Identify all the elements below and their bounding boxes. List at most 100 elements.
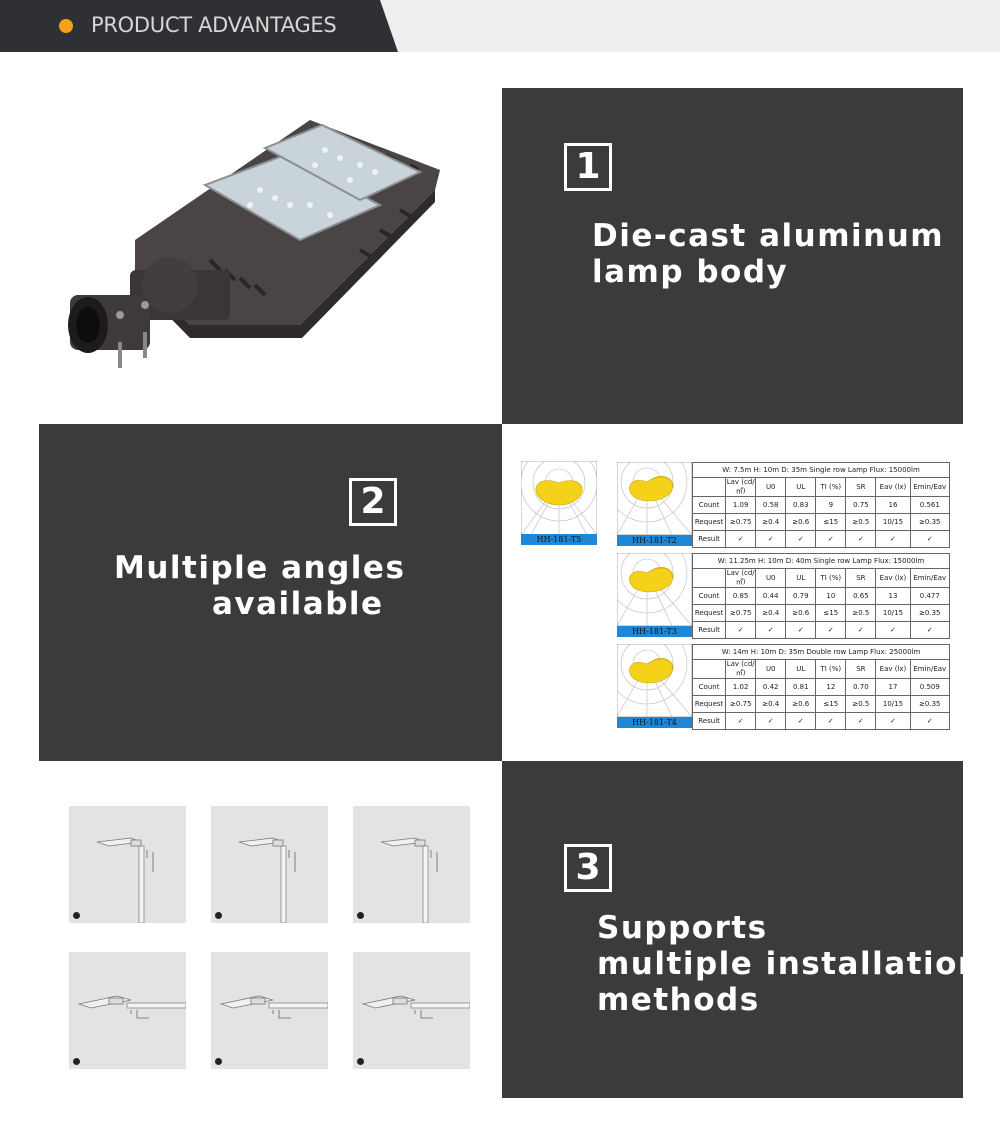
step-number-dot: [73, 1058, 80, 1065]
table-header-cell: UL: [785, 659, 817, 679]
table-cell: ✓: [785, 712, 817, 730]
table-row-label: Count: [691, 496, 727, 514]
table-cell: ✓: [845, 712, 877, 730]
table-header-cell: U0: [755, 568, 787, 588]
table-cell: 13: [875, 587, 911, 605]
table-row-label: Result: [691, 621, 727, 639]
table-cell: 0.81: [785, 678, 817, 696]
table-cell: ✓: [725, 530, 757, 548]
table-row-label: Count: [691, 587, 727, 605]
table-cell: 17: [875, 678, 911, 696]
chart-caption-2: HH-181-T2: [617, 535, 692, 546]
table-cell: 10/15: [875, 695, 911, 713]
chart-caption-4: HH-181-T4: [617, 717, 692, 728]
feature-text-3-line-1: Supports: [597, 910, 768, 946]
step-number-dot: [73, 912, 80, 919]
table-cell: ≤15: [815, 695, 847, 713]
table-cell: ✓: [909, 621, 951, 639]
table-header-cell: Lav (cd/㎡): [725, 477, 757, 497]
feature-text-3-line-3: methods: [597, 982, 760, 1018]
section-title: PRODUCT ADVANTAGES: [91, 13, 337, 37]
feature-number-1: 1: [564, 143, 612, 191]
table-cell: ✓: [785, 621, 817, 639]
table-cell: ≥0.75: [725, 695, 757, 713]
table-header-cell: Emin/Eav: [909, 568, 951, 588]
table-header-cell: TI (%): [815, 568, 847, 588]
table-cell: ✓: [815, 621, 847, 639]
table-row: Result✓✓✓✓✓✓✓: [691, 712, 951, 730]
table-cell: ✓: [755, 621, 787, 639]
table-cell: ≥0.75: [725, 604, 757, 622]
table-header-cell: UL: [785, 568, 817, 588]
header-bullet-dot: [59, 19, 73, 33]
step-number-dot: [215, 1058, 222, 1065]
feature-number-3: 3: [564, 844, 612, 892]
table-cell: ≤15: [815, 604, 847, 622]
table-cell: ≥0.6: [785, 604, 817, 622]
table-header-cell: Eav (lx): [875, 568, 911, 588]
table-row-label: Result: [691, 712, 727, 730]
table-header-cell: Eav (lx): [875, 477, 911, 497]
table-cell: ≥0.35: [909, 695, 951, 713]
table-cell: 1.09: [725, 496, 757, 514]
table-cell: ≥0.35: [909, 604, 951, 622]
table-header-cell: Lav (cd/㎡): [725, 568, 757, 588]
table-cell: ≥0.6: [785, 513, 817, 531]
feature-text-2-line-1: Multiple angles: [114, 550, 406, 586]
table-cell: 0.65: [845, 587, 877, 605]
light-distribution-chart-3: HH-181-T3: [606, 532, 693, 637]
table-cell: 10/15: [875, 513, 911, 531]
step-number-dot: [357, 912, 364, 919]
pole-top-mount-option-1: [69, 806, 186, 923]
feature-number-2: 2: [349, 478, 397, 526]
table-cell: ≥0.35: [909, 513, 951, 531]
table-cell: ≥0.75: [725, 513, 757, 531]
table-cell: ✓: [755, 712, 787, 730]
pole-top-mount-option-2: [211, 806, 328, 923]
feature-panel-3: [502, 761, 963, 1098]
table-cell: 0.42: [755, 678, 787, 696]
table-header-cell: U0: [755, 477, 787, 497]
pole-top-mount-option-3: [353, 806, 470, 923]
table-row-label: Result: [691, 530, 727, 548]
table-cell: 0.44: [755, 587, 787, 605]
table-cell: 16: [875, 496, 911, 514]
table-cell: 0.85: [725, 587, 757, 605]
table-cell: 1.02: [725, 678, 757, 696]
step-number-dot: [215, 912, 222, 919]
table-cell: 0.70: [845, 678, 877, 696]
table-title: W: 7.5m H: 10m D: 35m Single row Lamp Fl…: [692, 462, 950, 478]
table-title: W: 14m H: 10m D: 35m Double row Lamp Flu…: [692, 644, 950, 660]
table-cell: 12: [815, 678, 847, 696]
table-header-cell: Emin/Eav: [909, 477, 951, 497]
table-header-cell: Emin/Eav: [909, 659, 951, 679]
table-row: Result✓✓✓✓✓✓✓: [691, 621, 951, 639]
table-row: Result✓✓✓✓✓✓✓: [691, 530, 951, 548]
table-header-cell: SR: [845, 477, 877, 497]
feature-text-2-line-2: available: [212, 586, 384, 622]
table-cell: ✓: [875, 621, 911, 639]
table-row-label: Request: [691, 695, 727, 713]
table-cell: ✓: [815, 530, 847, 548]
table-cell: ≥0.4: [755, 695, 787, 713]
table-row-label: Request: [691, 513, 727, 531]
table-cell: ≥0.6: [785, 695, 817, 713]
table-cell: ✓: [815, 712, 847, 730]
table-cell: ✓: [725, 712, 757, 730]
step-number-dot: [357, 1058, 364, 1065]
table-cell: ≤15: [815, 513, 847, 531]
table-cell: ✓: [785, 530, 817, 548]
table-cell: 0.561: [909, 496, 951, 514]
table-header-cell: SR: [845, 659, 877, 679]
feature-panel-2: [39, 424, 502, 761]
table-cell: 0.83: [785, 496, 817, 514]
photometric-table-4: W: 14m H: 10m D: 35m Double row Lamp Flu…: [691, 644, 951, 730]
table-cell: ✓: [909, 530, 951, 548]
table-row-label: Request: [691, 604, 727, 622]
table-cell: 0.509: [909, 678, 951, 696]
table-row-label: Count: [691, 678, 727, 696]
